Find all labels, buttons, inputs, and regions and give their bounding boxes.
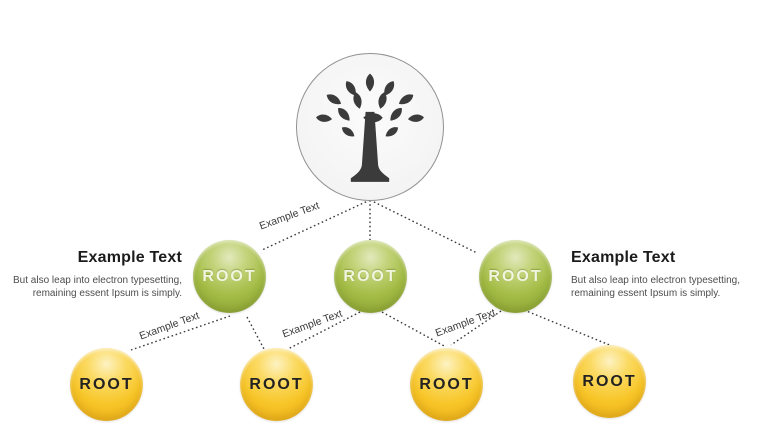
node-label: ROOT — [488, 267, 543, 285]
node-label: ROOT — [582, 372, 637, 390]
right-panel-body: But also leap into electron typesetting,… — [571, 275, 740, 299]
left-panel-body: But also leap into electron typesetting,… — [13, 275, 182, 299]
right-text-panel: Example Text But also leap into electron… — [571, 249, 747, 300]
node-label: ROOT — [249, 375, 304, 393]
green-root-node-2: ROOT — [334, 240, 407, 313]
connector-green3-to-yellow4 — [523, 309, 613, 347]
tree-icon — [315, 73, 425, 182]
connector-label-green1-yellow1: Example Text — [137, 309, 202, 343]
node-label: ROOT — [202, 267, 257, 285]
left-panel-heading: Example Text — [77, 249, 182, 266]
green-root-node-3: ROOT — [479, 240, 552, 313]
connector-label-green3-yellow3: Example Text — [433, 306, 498, 340]
yellow-root-node-2: ROOT — [240, 348, 313, 421]
tree-root-node — [296, 53, 444, 201]
yellow-root-node-1: ROOT — [70, 348, 143, 421]
node-label: ROOT — [79, 375, 134, 393]
node-label: ROOT — [343, 267, 398, 285]
yellow-root-node-3: ROOT — [410, 348, 483, 421]
right-panel-heading: Example Text — [571, 249, 676, 266]
node-label: ROOT — [419, 375, 474, 393]
connector-green1-to-yellow2 — [246, 316, 265, 350]
left-text-panel: Example Text But also leap into electron… — [6, 249, 182, 300]
connector-label-tree-green1: Example Text — [257, 199, 322, 233]
green-root-node-1: ROOT — [193, 240, 266, 313]
connector-label-green2-yellow2: Example Text — [280, 307, 345, 341]
yellow-root-node-4: ROOT — [573, 345, 646, 418]
